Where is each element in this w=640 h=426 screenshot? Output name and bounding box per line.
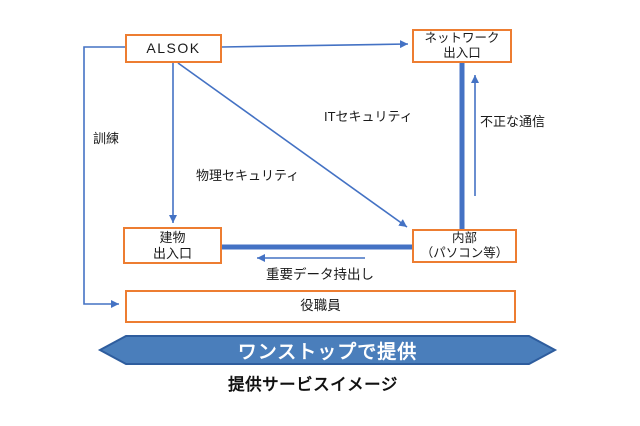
- node-alsok: ALSOK: [125, 34, 222, 63]
- node-network-gateway: ネットワーク 出入口: [412, 29, 512, 63]
- node-staff: 役職員: [125, 290, 516, 323]
- edge-label-it-security: ITセキュリティ: [324, 109, 413, 124]
- connector-alsok-to-network: [221, 40, 409, 49]
- node-building-entrance: 建物 出入口: [123, 227, 222, 264]
- node-network-label-line1: ネットワーク: [424, 30, 500, 45]
- node-internal-label-line1: 内部: [451, 230, 477, 245]
- banner-shape: [97, 335, 558, 365]
- node-internal-pc: 内部 （パソコン等）: [412, 229, 517, 263]
- node-building-label-line2: 出入口: [152, 245, 192, 261]
- edge-label-important-data-removal: 重要データ持出し: [266, 267, 374, 282]
- edge-label-physical-security: 物理セキュリティ: [196, 168, 300, 183]
- diagram-caption: 提供サービスイメージ: [228, 376, 398, 394]
- edge-label-unauthorized-communication: 不正な通信: [480, 114, 546, 129]
- node-staff-label: 役職員: [300, 298, 341, 314]
- edge-label-training: 訓練: [93, 131, 120, 146]
- node-building-label-line1: 建物: [159, 229, 186, 245]
- connector-alsok-to-internal: [177, 62, 408, 228]
- node-network-label-line2: 出入口: [443, 46, 481, 60]
- banner-one-stop-label: ワンストップで提供: [237, 341, 418, 363]
- connector-alsok-to-staff: [83, 46, 125, 308]
- node-internal-label-line2: （パソコン等）: [420, 246, 509, 260]
- node-alsok-label: ALSOK: [146, 39, 201, 56]
